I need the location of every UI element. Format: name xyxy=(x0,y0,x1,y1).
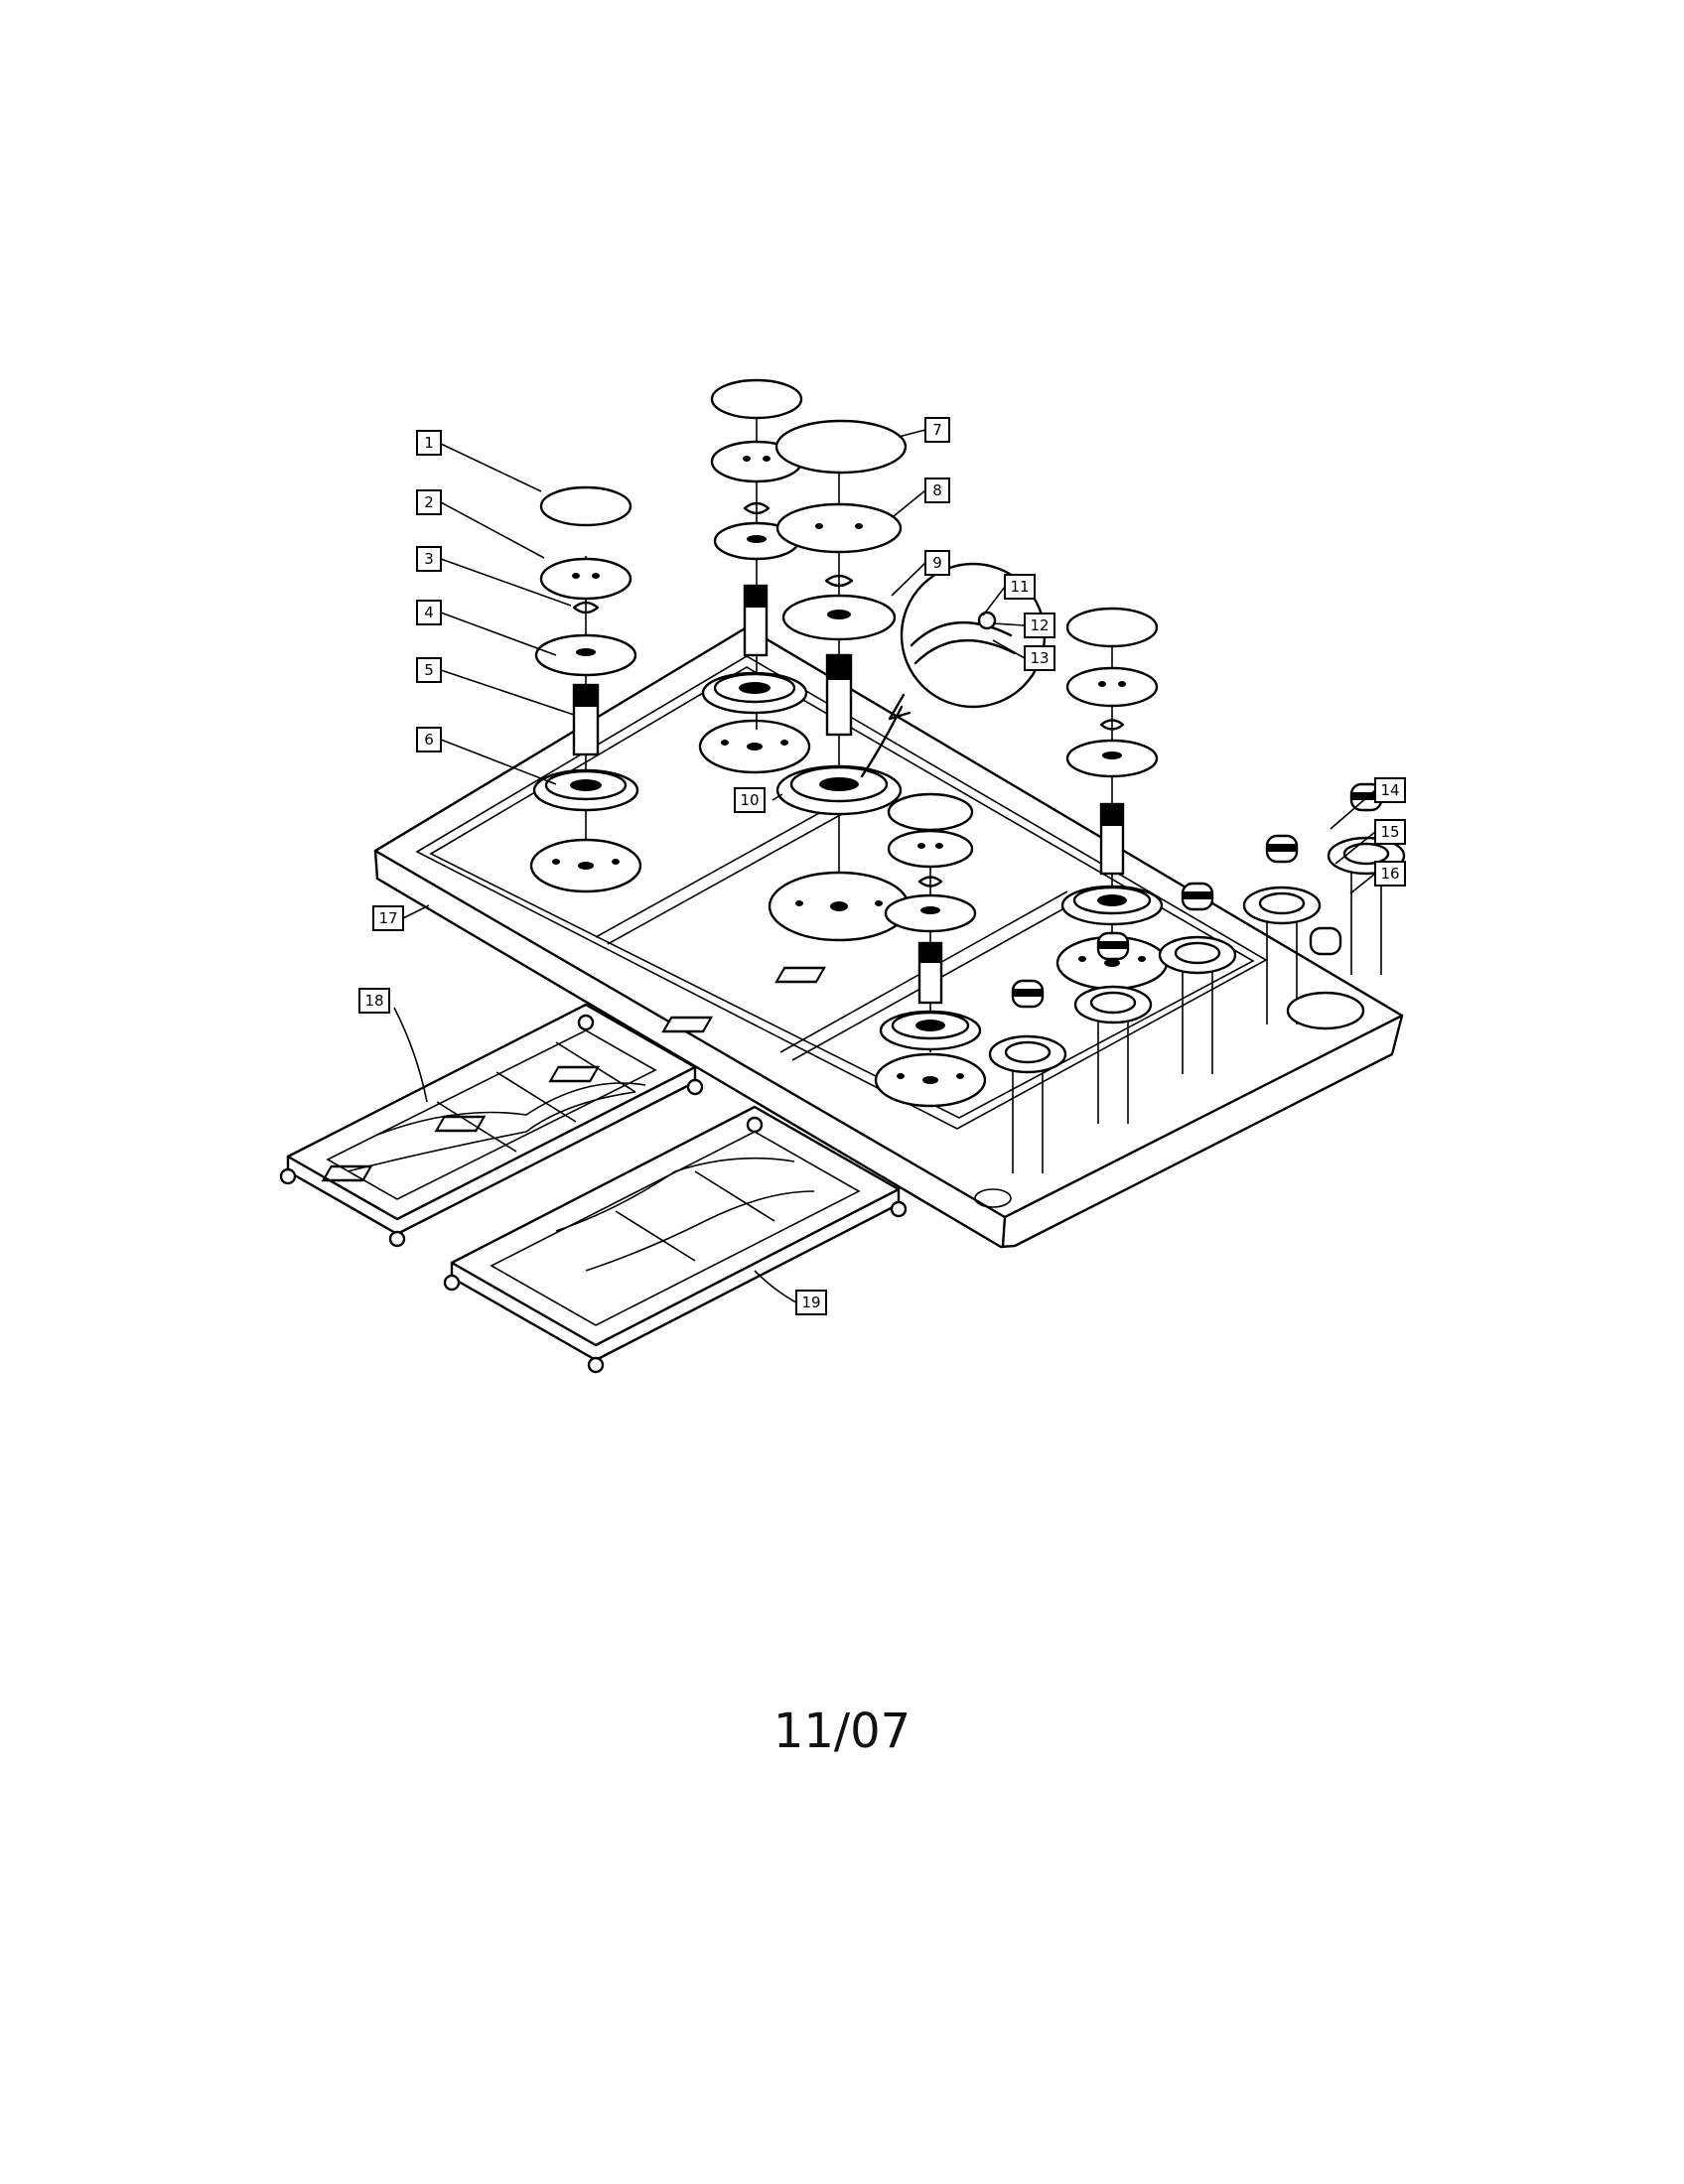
callout-16: 16 xyxy=(1374,861,1406,887)
burner-stack-left xyxy=(532,485,639,839)
callout-3: 3 xyxy=(416,546,442,572)
callout-1: 1 xyxy=(416,430,442,456)
svg-text:5: 5 xyxy=(424,661,434,679)
callout-15: 15 xyxy=(1374,819,1406,845)
svg-text:14: 14 xyxy=(1380,781,1399,799)
burner-stack-center xyxy=(774,419,908,874)
burner-bases xyxy=(529,719,1169,1108)
burner-stack-right xyxy=(1060,607,1164,938)
svg-text:11: 11 xyxy=(1010,578,1029,596)
callout-11: 11 xyxy=(1004,574,1036,600)
burner-stack-back xyxy=(701,378,808,730)
svg-text:19: 19 xyxy=(801,1294,820,1311)
callout-5: 5 xyxy=(416,657,442,683)
leader-lines xyxy=(393,429,1376,1303)
svg-text:9: 9 xyxy=(932,554,942,572)
svg-text:12: 12 xyxy=(1030,616,1049,634)
svg-text:16: 16 xyxy=(1380,865,1399,883)
callout-18: 18 xyxy=(358,988,390,1014)
svg-text:7: 7 xyxy=(932,421,942,439)
callout-2: 2 xyxy=(416,489,442,515)
svg-text:8: 8 xyxy=(932,481,942,499)
svg-text:18: 18 xyxy=(364,992,383,1010)
svg-text:10: 10 xyxy=(740,791,759,809)
svg-text:1: 1 xyxy=(424,434,434,452)
control-knobs xyxy=(321,782,1406,1182)
callout-19: 19 xyxy=(795,1290,827,1315)
svg-text:6: 6 xyxy=(424,731,434,749)
callout-14: 14 xyxy=(1374,777,1406,803)
callout-9: 9 xyxy=(924,550,950,576)
svg-text:17: 17 xyxy=(378,909,397,927)
svg-text:4: 4 xyxy=(424,604,434,621)
svg-text:13: 13 xyxy=(1030,649,1049,667)
burner-stack-front xyxy=(879,792,982,1052)
callout-labels: 1 2 3 4 5 6 7 8 9 10 11 12 13 14 15 16 1… xyxy=(358,417,1406,1315)
cooktop-base-plate xyxy=(373,625,1404,1249)
callout-13: 13 xyxy=(1024,645,1055,671)
grate-right xyxy=(443,1105,908,1374)
svg-text:3: 3 xyxy=(424,550,434,568)
svg-text:2: 2 xyxy=(424,493,434,511)
callout-17: 17 xyxy=(372,905,404,931)
grate-left xyxy=(279,1003,704,1248)
callout-6: 6 xyxy=(416,727,442,752)
svg-text:15: 15 xyxy=(1380,823,1399,841)
callout-8: 8 xyxy=(924,478,950,503)
callout-4: 4 xyxy=(416,600,442,625)
callout-10: 10 xyxy=(734,787,766,813)
callout-12: 12 xyxy=(1024,613,1055,638)
page-date: 11/07 xyxy=(772,1704,912,1759)
callout-7: 7 xyxy=(924,417,950,443)
